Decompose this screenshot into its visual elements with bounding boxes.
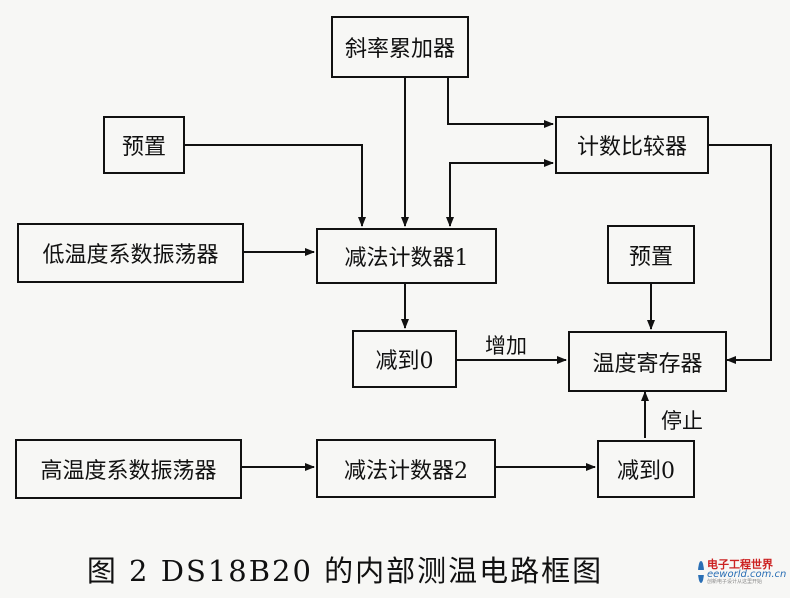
subtract-counter-2-block: 减法计数器2 xyxy=(316,439,496,498)
subtract-counter-1-block: 减法计数器1 xyxy=(316,228,497,284)
count-comparator-block: 计数比较器 xyxy=(555,116,709,174)
high-temp-oscillator-block: 高温度系数振荡器 xyxy=(15,439,242,499)
arrow-comparator-to-register xyxy=(709,144,772,364)
decrement-zero-1-block: 减到0 xyxy=(352,330,457,388)
decrement-zero-2-block: 减到0 xyxy=(597,440,695,498)
temperature-register-block: 温度寄存器 xyxy=(568,331,727,392)
arrow-preset-to-counter1 xyxy=(185,144,366,227)
low-temp-oscillator-block: 低温度系数振荡器 xyxy=(17,223,244,283)
edge-label-stop: 停止 xyxy=(661,409,703,433)
watermark-logo: 电子工程世界 eeworld.com.cn 创新电子设计从这里开始 xyxy=(697,552,787,592)
preset-block-right: 预置 xyxy=(607,225,695,284)
watermark-en: eeworld.com.cn xyxy=(707,569,787,580)
eeworld-logo-icon xyxy=(697,561,705,583)
arrow-comparator-counter1 xyxy=(446,162,553,227)
edge-label-increase: 增加 xyxy=(485,334,527,358)
figure-caption: 图 2 DS18B20 的内部测温电路框图 xyxy=(86,554,604,588)
watermark-sub: 创新电子设计从这里开始 xyxy=(707,579,763,585)
watermark-cn: 电子工程世界 xyxy=(707,558,773,571)
slope-accumulator-block: 斜率累加器 xyxy=(331,16,469,78)
arrow-counter1-to-comparator xyxy=(449,159,554,190)
arrow-accumulator-to-comparator xyxy=(447,78,554,128)
preset-block-top: 预置 xyxy=(103,116,185,174)
